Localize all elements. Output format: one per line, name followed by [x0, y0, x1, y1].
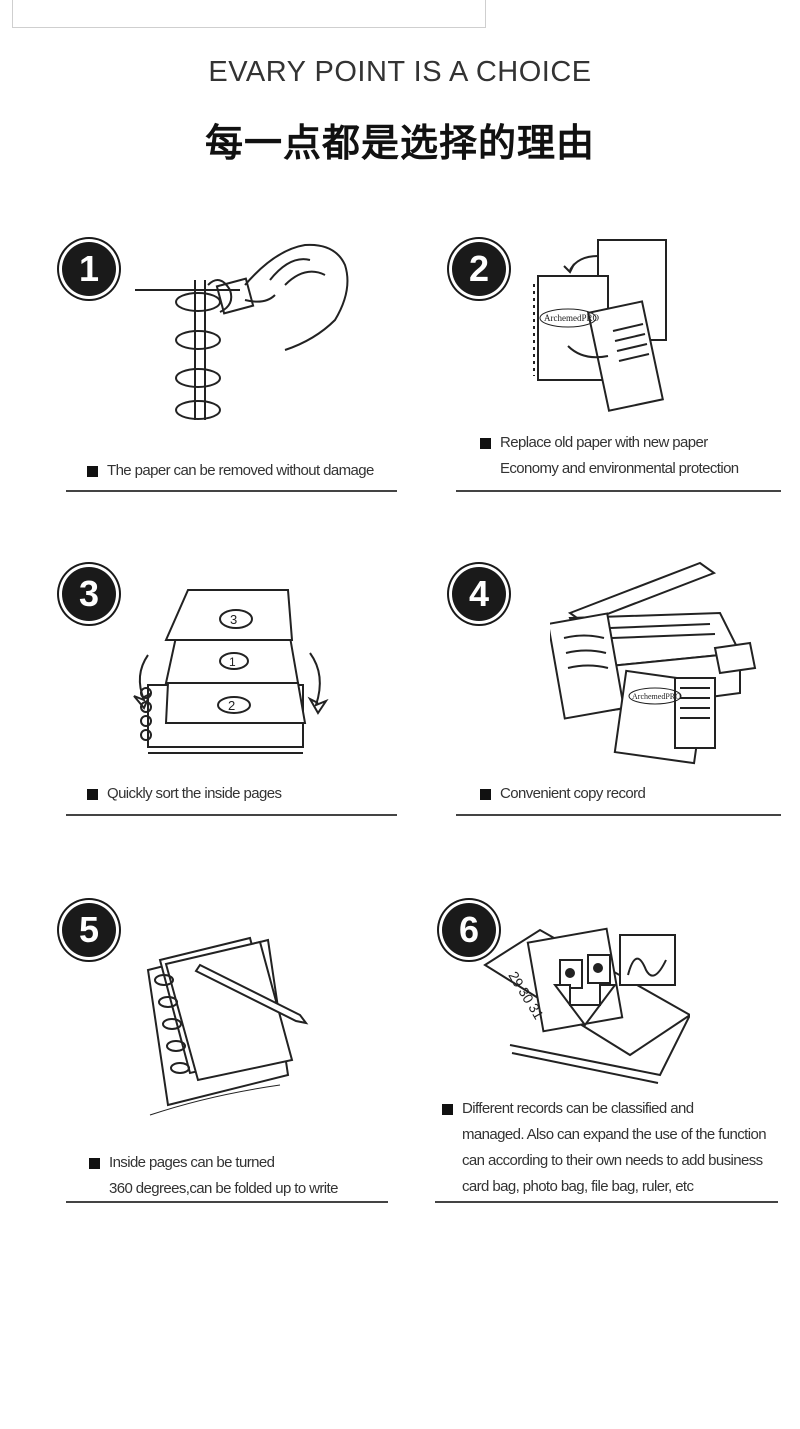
feature-3-divider — [66, 814, 397, 816]
top-frame — [12, 0, 486, 28]
feature-5-divider — [66, 1201, 388, 1203]
feature-5-number-badge: 5 — [62, 903, 116, 957]
feature-1-divider — [66, 490, 397, 492]
svg-text:ArchemedPRO: ArchemedPRO — [632, 692, 681, 701]
feature-6-number-badge: 6 — [442, 903, 496, 957]
folded-notebook-pen-illustration — [146, 936, 309, 1116]
feature-4-divider — [456, 814, 781, 816]
feature-3-number-badge: 3 — [62, 567, 116, 621]
pockets-accessories-illustration: 29 30 31 — [483, 927, 690, 1084]
feature-4-number-badge: 4 — [452, 567, 506, 621]
svg-text:30: 30 — [515, 985, 537, 1007]
square-bullet-icon — [87, 466, 98, 477]
square-bullet-icon — [480, 789, 491, 800]
copier-record-illustration: ArchemedPRO — [550, 561, 757, 765]
svg-text:31: 31 — [525, 1001, 547, 1023]
replace-paper-illustration: ArchemedPRO — [533, 239, 667, 412]
feature-2-number-badge: 2 — [452, 242, 506, 296]
feature-6-caption: Different records can be classified and … — [442, 1096, 767, 1200]
page-title-cn: 每一点都是选择的理由 — [204, 123, 595, 165]
feature-2-divider — [456, 490, 781, 492]
svg-text:2: 2 — [228, 698, 235, 713]
feature-1-caption: The paper can be removed without damage — [87, 458, 374, 484]
feature-1-number-badge: 1 — [62, 242, 116, 296]
square-bullet-icon — [87, 789, 98, 800]
svg-text:1: 1 — [229, 655, 236, 669]
square-bullet-icon — [480, 438, 491, 449]
svg-text:3: 3 — [230, 612, 237, 627]
page-title-en: EVARY POINT IS A CHOICE — [208, 56, 592, 88]
feature-5-caption: Inside pages can be turned 360 degrees,c… — [89, 1150, 338, 1202]
feature-6-divider — [435, 1201, 778, 1203]
sort-pages-illustration: 3 1 2 — [133, 589, 329, 754]
square-bullet-icon — [442, 1104, 453, 1115]
square-bullet-icon — [89, 1158, 100, 1169]
binder-rings-hand-illustration — [135, 243, 349, 420]
feature-3-caption: Quickly sort the inside pages — [87, 781, 282, 807]
svg-text:29: 29 — [505, 969, 527, 991]
feature-2-caption: Replace old paper with new paper Economy… — [480, 430, 739, 482]
feature-4-caption: Convenient copy record — [480, 781, 646, 807]
svg-text:ArchemedPRO: ArchemedPRO — [544, 313, 599, 323]
